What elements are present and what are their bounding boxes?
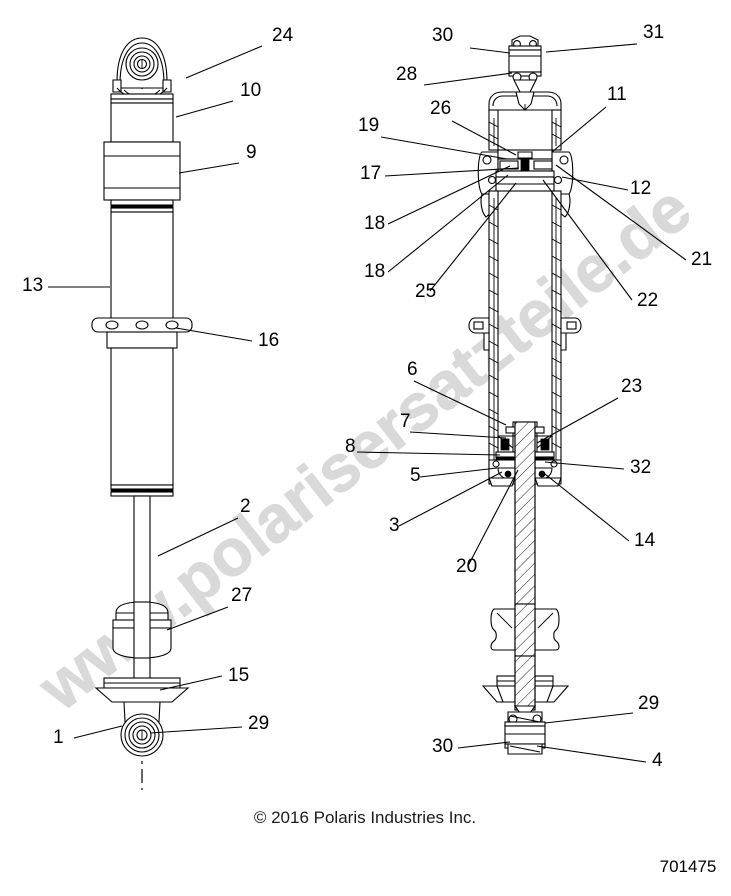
callout-29b: 29 xyxy=(638,693,659,714)
callout-2: 2 xyxy=(240,496,251,517)
callout-29: 29 xyxy=(248,713,269,734)
callout-23: 23 xyxy=(621,376,642,397)
leader-line-7 xyxy=(409,431,507,439)
callout-8: 8 xyxy=(345,436,356,457)
callout-4: 4 xyxy=(652,750,663,771)
leader-line-25 xyxy=(429,182,517,292)
left-view-shock-external xyxy=(91,37,193,790)
spring-seat-flange xyxy=(91,317,193,349)
leader-line-30 xyxy=(469,47,511,54)
callout-19: 19 xyxy=(358,115,379,136)
leader-line-14 xyxy=(544,473,630,542)
callout-14: 14 xyxy=(634,530,656,551)
callout-6: 6 xyxy=(407,359,418,380)
leader-line-22 xyxy=(542,179,633,301)
callout-18: 18 xyxy=(364,213,385,234)
leader-line-30 xyxy=(457,741,511,749)
adjuster-collar xyxy=(103,141,181,213)
leader-line-5 xyxy=(419,467,498,478)
callout-11: 11 xyxy=(607,84,627,105)
callout-26: 26 xyxy=(430,98,451,119)
leader-line-28 xyxy=(423,72,513,86)
leader-line-10 xyxy=(175,100,234,118)
leader-line-31 xyxy=(545,43,638,53)
callout-22: 22 xyxy=(637,290,658,311)
leader-line-29 xyxy=(544,712,634,724)
leader-line-23 xyxy=(536,397,619,444)
lower-eyelet-bracket xyxy=(120,701,164,757)
callout-9: 9 xyxy=(246,142,257,163)
shock-body-tube xyxy=(110,211,174,321)
callout-18b: 18 xyxy=(364,261,385,282)
callout-1: 1 xyxy=(53,727,64,748)
callout-13: 13 xyxy=(22,275,43,296)
callout-30: 30 xyxy=(432,25,453,46)
leader-line-15 xyxy=(159,675,223,691)
section-reservoir-walls xyxy=(488,109,562,151)
callout-25: 25 xyxy=(415,281,436,302)
callout-31: 31 xyxy=(643,22,664,43)
leader-line-1 xyxy=(73,725,123,739)
section-shaft-hatched xyxy=(514,421,536,605)
callout-30b: 30 xyxy=(432,736,453,757)
leader-line-3 xyxy=(398,471,503,527)
leader-line-26 xyxy=(451,120,517,156)
callout-24: 24 xyxy=(272,25,294,46)
leader-line-19 xyxy=(380,136,508,160)
callout-32: 32 xyxy=(630,457,651,478)
leader-line-20 xyxy=(467,469,519,567)
leader-line-27 xyxy=(166,606,229,631)
callout-15: 15 xyxy=(228,665,249,686)
section-bump-stop xyxy=(490,603,560,657)
leader-line-9 xyxy=(178,162,240,174)
leader-line-8 xyxy=(356,451,501,456)
callout-28: 28 xyxy=(396,64,417,85)
callout-20: 20 xyxy=(456,556,477,577)
body-mounting-tabs xyxy=(468,317,582,351)
section-valve-assembly xyxy=(477,149,574,218)
callout-27: 27 xyxy=(231,585,252,606)
leader-lines xyxy=(48,43,687,763)
callout-17: 17 xyxy=(360,163,381,184)
section-upper-cap xyxy=(488,91,562,111)
lower-body-tube xyxy=(110,347,174,497)
part-number: 701475 xyxy=(660,857,717,876)
leader-line-21 xyxy=(555,164,687,261)
upper-eyelet-mount xyxy=(112,37,172,100)
leader-line-6 xyxy=(413,380,507,426)
callout-3: 3 xyxy=(389,515,400,536)
leader-line-29 xyxy=(149,726,243,734)
callout-7: 7 xyxy=(400,411,411,432)
leader-line-11 xyxy=(551,106,607,153)
leader-line-4 xyxy=(536,745,647,763)
leader-line-18 xyxy=(387,165,511,225)
leader-line-12 xyxy=(561,176,629,191)
callout-21: 21 xyxy=(691,249,712,270)
callout-12: 12 xyxy=(630,178,651,199)
leader-line-32 xyxy=(544,461,625,470)
copyright-notice: © 2016 Polaris Industries Inc. xyxy=(254,808,476,827)
leader-line-24 xyxy=(185,45,263,79)
top-mount-hardware xyxy=(508,35,542,93)
callout-5: 5 xyxy=(410,465,421,486)
leader-line-17 xyxy=(384,167,520,177)
leader-line-16 xyxy=(175,327,253,342)
leader-line-2 xyxy=(157,517,239,557)
leader-line-18 xyxy=(387,174,509,273)
callout-10: 10 xyxy=(240,80,261,101)
lower-spring-seat xyxy=(94,677,190,703)
callout-16: 16 xyxy=(258,330,279,351)
